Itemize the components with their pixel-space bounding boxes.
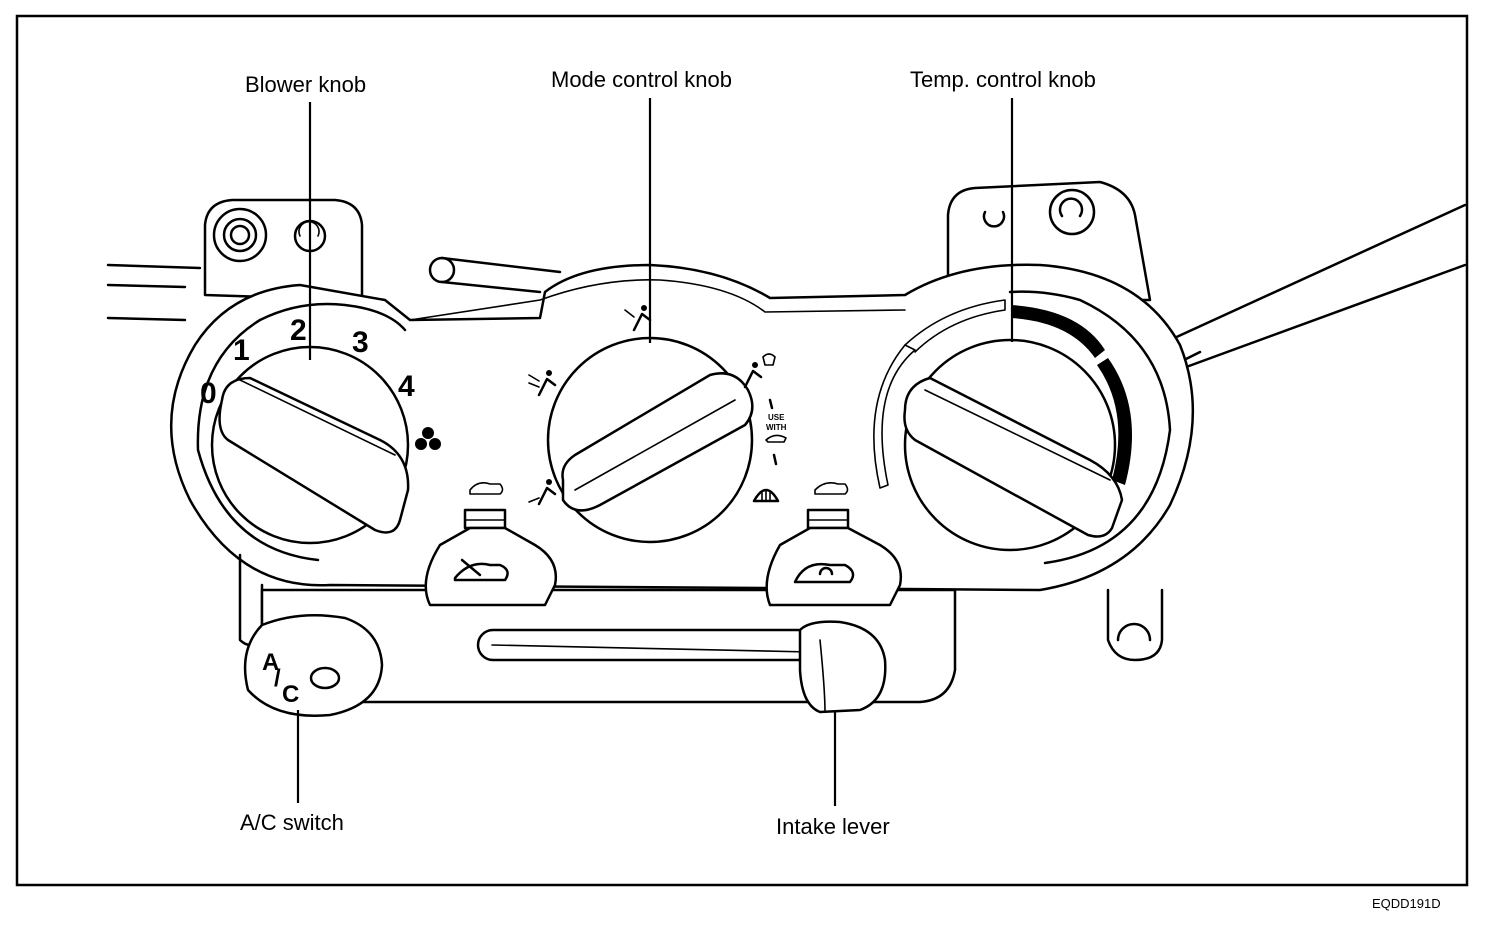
mode-control-knob[interactable] — [546, 336, 754, 544]
temp-scale-hot-band — [1097, 358, 1133, 485]
control-cables — [106, 203, 1467, 372]
blower-scale: 0 1 2 3 4 — [200, 314, 415, 410]
use-with-line2: WITH — [766, 423, 787, 432]
recirculation-tab[interactable] — [765, 482, 903, 607]
intake-lever[interactable] — [798, 620, 887, 714]
figure-frame — [15, 14, 1469, 887]
blower-scale-4: 4 — [398, 370, 415, 403]
figure-code: EQDD191D — [1372, 896, 1441, 911]
mode-dial-markings: USE WITH — [528, 305, 787, 506]
left-mount-bracket — [203, 198, 364, 302]
vent-floor-icon — [528, 479, 557, 506]
blower-knob[interactable] — [210, 345, 410, 545]
fresh-air-tab[interactable] — [424, 482, 558, 607]
ac-switch-letter-c: C — [282, 681, 299, 708]
fresh-air-icon — [453, 558, 509, 582]
temp-scale-warm-band — [1012, 305, 1105, 358]
label-mode-control-knob: Mode control knob — [551, 67, 732, 92]
blower-scale-1: 1 — [233, 334, 250, 367]
label-intake-lever: Intake lever — [776, 814, 890, 839]
ac-indicator-lamp — [309, 666, 341, 690]
use-with-line1: USE — [768, 413, 785, 422]
vent-bilevel-icon — [528, 370, 557, 397]
label-ac-switch: A/C switch — [240, 810, 344, 835]
blower-scale-0: 0 — [200, 377, 217, 410]
blower-scale-2: 2 — [290, 314, 307, 347]
ac-switch[interactable]: A / C — [243, 614, 384, 717]
fan-icon — [415, 427, 441, 450]
label-temp-control-knob: Temp. control knob — [910, 67, 1096, 92]
vent-face-icon — [624, 305, 652, 332]
temp-control-knob[interactable] — [873, 299, 1133, 552]
leader-lines — [296, 98, 1014, 806]
ac-switch-letter-a: A — [262, 649, 279, 676]
label-blower-knob: Blower knob — [245, 72, 366, 97]
defrost-icon — [752, 488, 780, 503]
blower-scale-3: 3 — [352, 326, 369, 359]
recirculation-icon — [793, 562, 855, 584]
ac-switch-slash: / — [274, 665, 281, 692]
vent-floor-defrost-icon — [743, 353, 776, 389]
